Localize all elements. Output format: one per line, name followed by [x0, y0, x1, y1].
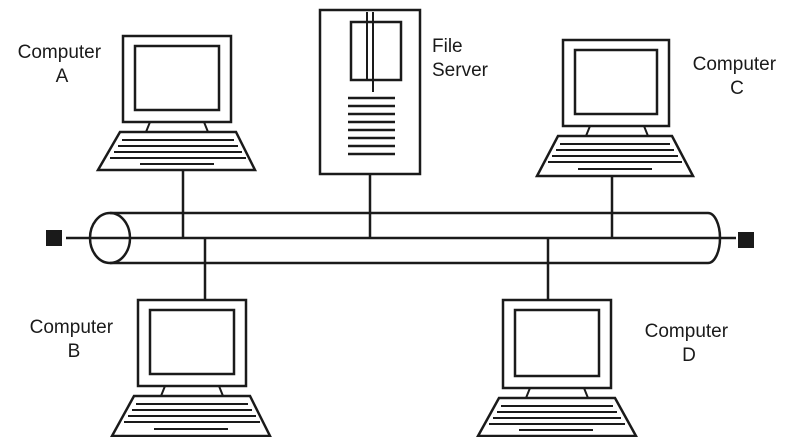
- right-terminator-icon: [738, 232, 754, 248]
- file-server-icon: [318, 8, 422, 176]
- computer-d-label: Computer D: [645, 321, 734, 366]
- computer-b-label-line1: Computer: [30, 317, 114, 338]
- computer-c-label: Computer C: [693, 54, 782, 99]
- computer-d-label-line2: D: [682, 345, 696, 366]
- computer-c-icon: [534, 38, 696, 178]
- computer-a-label-line2: A: [56, 66, 69, 87]
- computer-c-label-line1: Computer: [693, 54, 777, 75]
- computer-a-label-line1: Computer: [18, 42, 102, 63]
- computer-c-label-line2: C: [730, 78, 744, 99]
- computer-b-label: Computer B: [30, 317, 119, 362]
- computer-b-icon: [110, 298, 272, 437]
- file-server-label-line1: File: [432, 36, 463, 57]
- computer-d-label-line1: Computer: [645, 321, 729, 342]
- computer-a-icon: [95, 34, 258, 172]
- file-server-label: File Server: [432, 36, 489, 81]
- computer-a-label: Computer A: [18, 42, 107, 87]
- computer-b-label-line2: B: [68, 341, 81, 362]
- computer-d-icon: [476, 298, 638, 437]
- left-terminator-icon: [46, 230, 62, 246]
- drop-lines: [181, 170, 614, 300]
- file-server-label-line2: Server: [432, 60, 489, 81]
- bus-cable: [66, 211, 736, 265]
